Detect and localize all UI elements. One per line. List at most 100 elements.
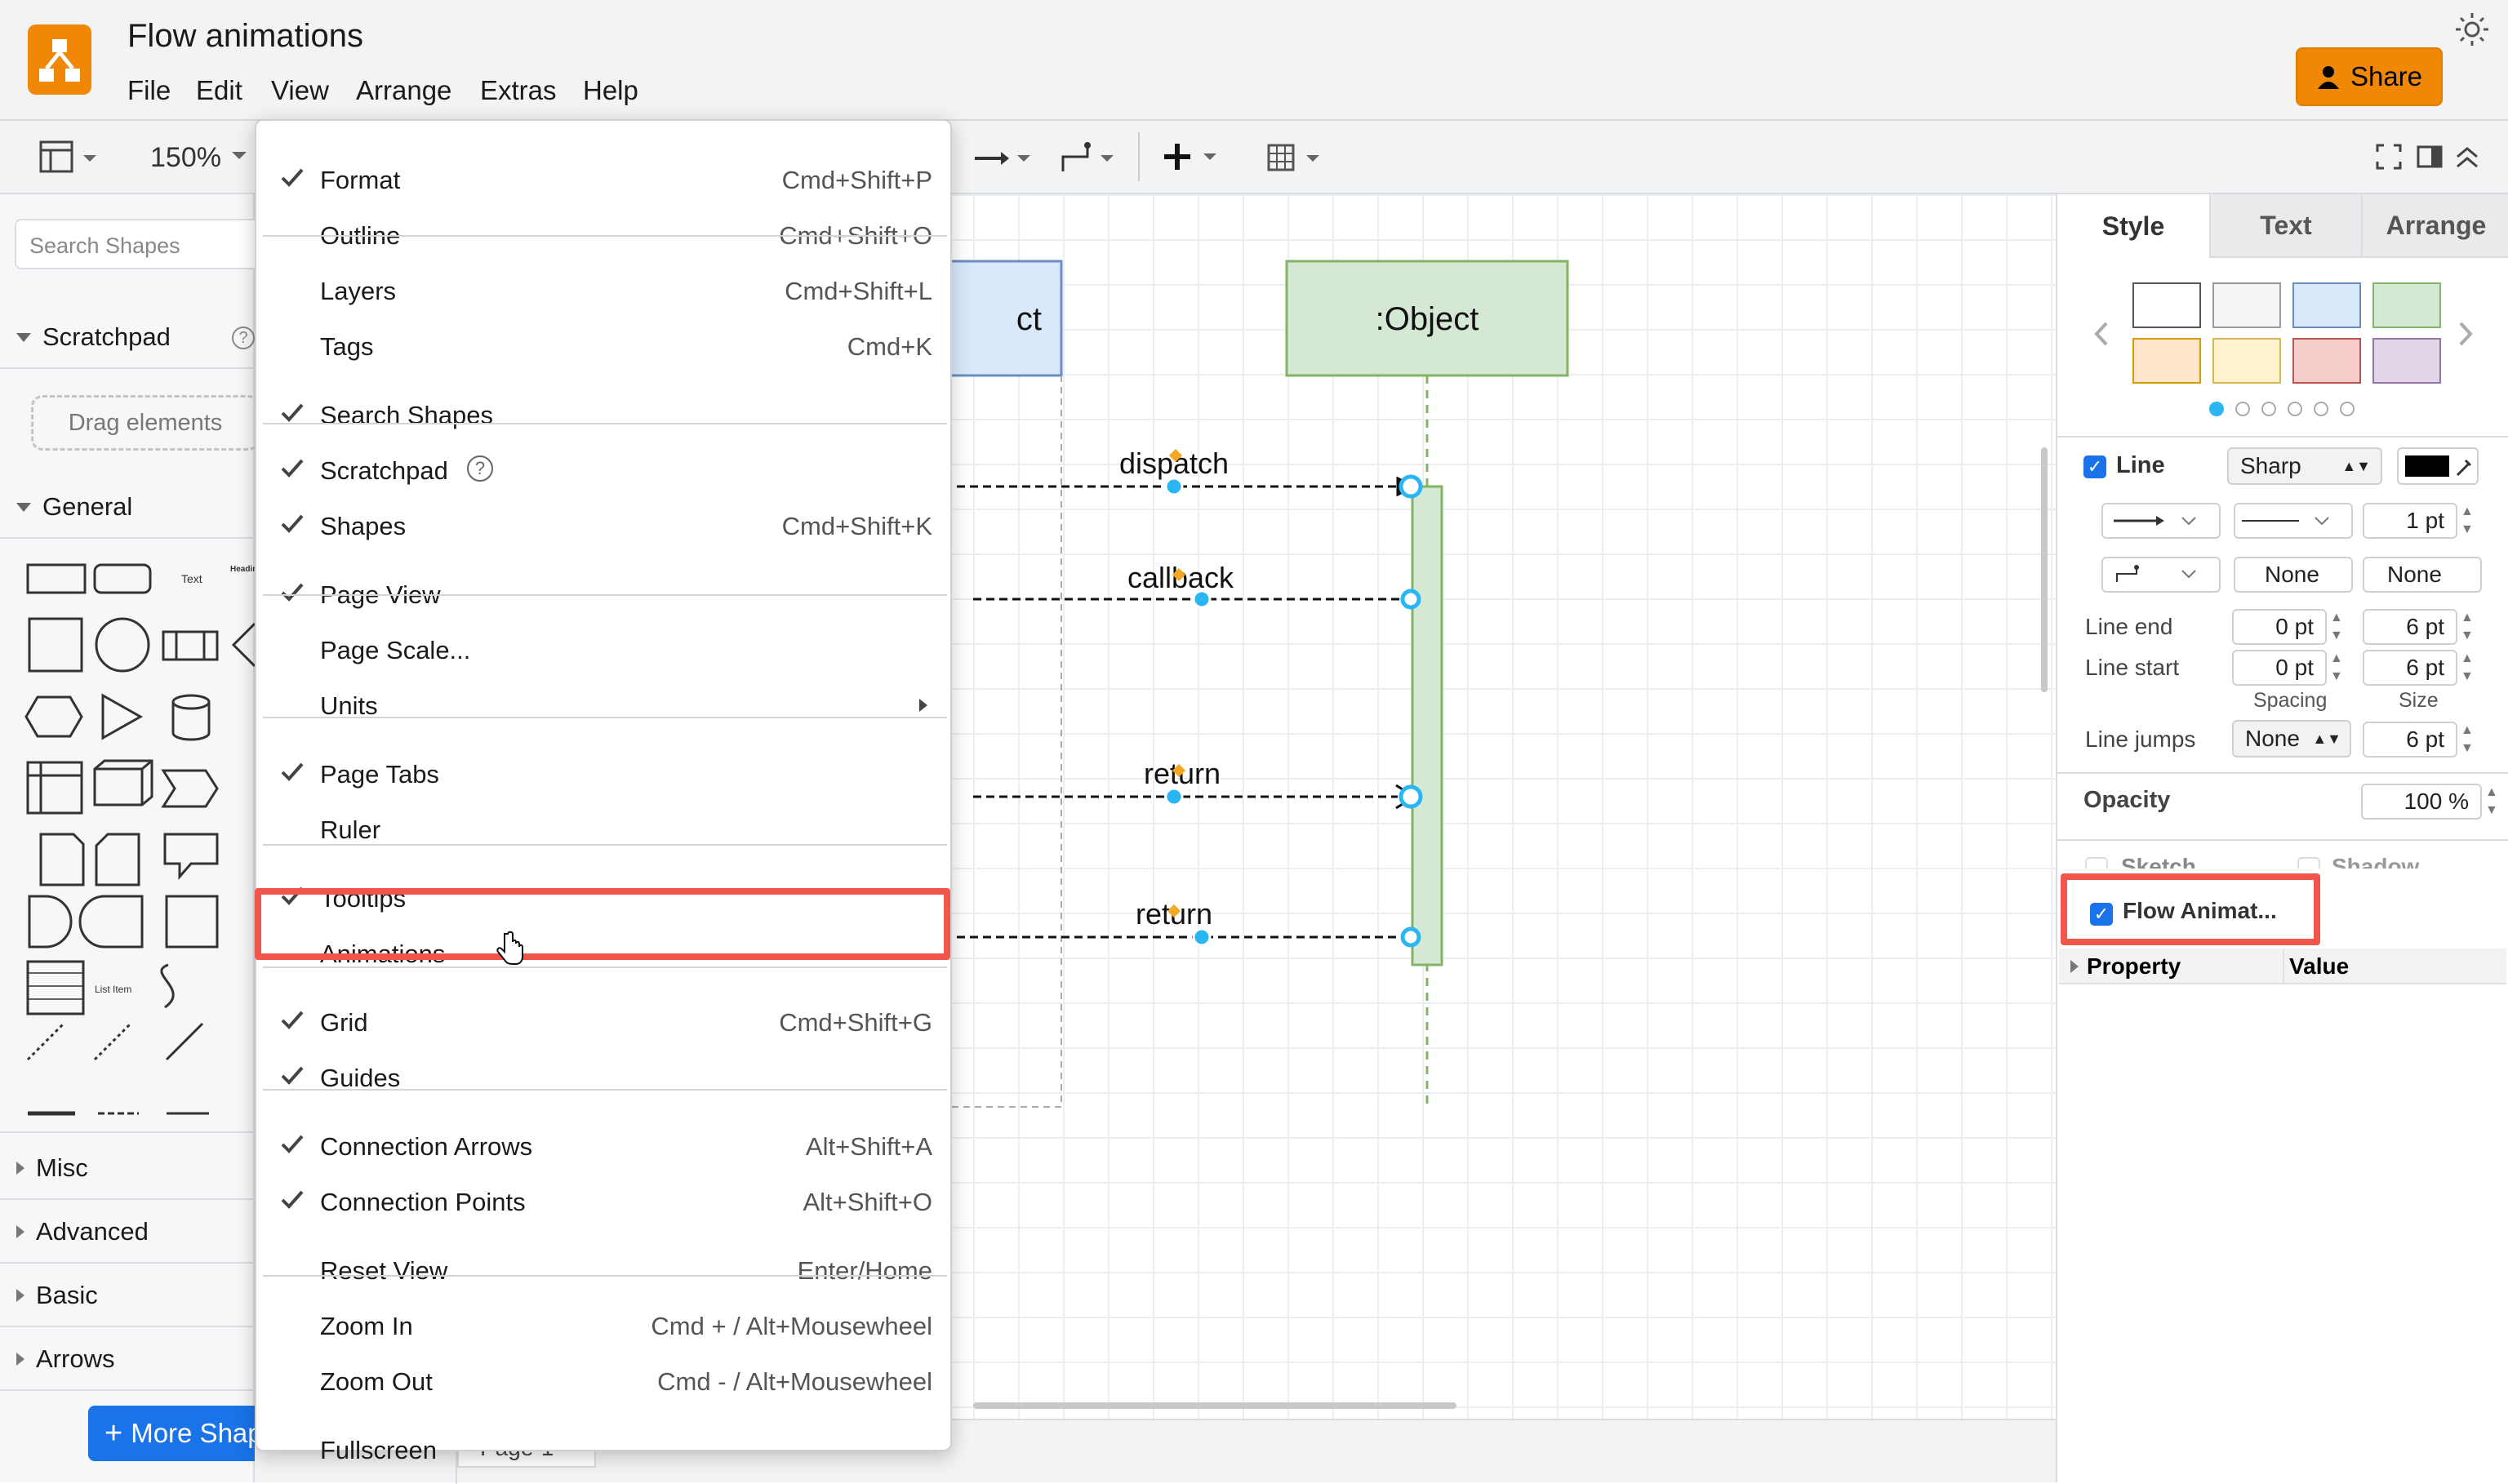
style-swatch[interactable] — [2132, 338, 2201, 384]
help-icon[interactable]: ? — [467, 455, 493, 482]
menu-item-fullscreen[interactable]: Fullscreen — [258, 1422, 949, 1477]
menu-view[interactable]: View — [271, 75, 329, 105]
tab-text[interactable]: Text — [2211, 194, 2363, 258]
waypoints-icon[interactable] — [1058, 140, 1123, 180]
insert-plus-icon[interactable] — [1163, 139, 1228, 179]
spinner-icon[interactable]: ▲▼ — [2461, 723, 2474, 755]
section-label: Scratchpad — [42, 322, 171, 351]
connection-style-icon[interactable] — [972, 140, 1037, 180]
spinner-icon[interactable]: ▲▼ — [2461, 611, 2474, 642]
card-shape — [95, 833, 140, 886]
section-general[interactable]: General — [0, 477, 255, 539]
menu-file[interactable]: File — [127, 75, 171, 105]
text-shape: Text — [181, 572, 202, 585]
style-swatch[interactable] — [2212, 338, 2281, 384]
search-shapes-input[interactable]: Search Shapes — [15, 219, 260, 269]
line-start-spacing-input[interactable]: 0 pt — [2232, 650, 2327, 686]
menu-item-label: Tags — [320, 332, 374, 361]
step-shape — [161, 769, 219, 808]
style-swatch[interactable] — [2292, 338, 2361, 384]
collapse-icon[interactable] — [2452, 142, 2482, 176]
style-swatch[interactable] — [2212, 282, 2281, 328]
line-color-button[interactable] — [2397, 447, 2479, 485]
line-jumps-size-input[interactable]: 6 pt — [2363, 722, 2457, 758]
section-basic[interactable]: Basic — [0, 1265, 255, 1327]
format-panel-toggle[interactable] — [38, 139, 103, 180]
panel-toggle-icon[interactable] — [2415, 142, 2444, 176]
opacity-input[interactable]: 100 % — [2361, 784, 2482, 820]
document-title[interactable]: Flow animations — [127, 18, 364, 54]
line-end-size-input[interactable]: 6 pt — [2363, 609, 2457, 645]
style-swatch[interactable] — [2372, 338, 2441, 384]
flow-animation-checkbox[interactable]: ✓ — [2090, 903, 2113, 926]
chevron-right-icon[interactable] — [2070, 960, 2079, 973]
line-pattern-start-select[interactable] — [2101, 503, 2221, 539]
zoom-dropdown-icon[interactable] — [230, 150, 248, 166]
zoom-level[interactable]: 150% — [150, 142, 221, 173]
menu-item-page-tabs[interactable]: Page Tabs — [258, 746, 949, 802]
chevron-right-icon[interactable] — [2457, 322, 2474, 350]
menu-item-ruler[interactable]: Ruler — [258, 802, 949, 857]
line-checkbox[interactable]: ✓ — [2083, 455, 2106, 478]
swatch-pager[interactable] — [2209, 402, 2355, 416]
tab-style[interactable]: Style — [2057, 194, 2211, 258]
sun-icon[interactable] — [2454, 11, 2490, 47]
line-end-spacing-input[interactable]: 0 pt — [2232, 609, 2327, 645]
menu-item-scratchpad[interactable]: Scratchpad? — [258, 442, 949, 498]
spinner-icon[interactable]: ▲▼ — [2461, 651, 2474, 683]
line-style-select[interactable]: Sharp▲▼ — [2227, 447, 2382, 485]
style-swatch[interactable] — [2132, 282, 2201, 328]
user-icon — [2317, 66, 2339, 89]
waypoint-style-select[interactable] — [2101, 557, 2221, 593]
spinner-icon[interactable]: ▲▼ — [2485, 785, 2498, 817]
help-icon[interactable]: ? — [232, 327, 255, 349]
table-icon[interactable] — [1265, 140, 1331, 180]
fullscreen-icon[interactable] — [2374, 142, 2404, 176]
line-start-style-select[interactable]: None — [2234, 557, 2353, 593]
menu-extras[interactable]: Extras — [480, 75, 557, 105]
style-swatch[interactable] — [2372, 282, 2441, 328]
line-width-input[interactable]: 1 pt — [2363, 503, 2457, 539]
tab-arrange[interactable]: Arrange — [2363, 194, 2508, 258]
line-start-size-input[interactable]: 6 pt — [2363, 650, 2457, 686]
menu-item-page-scale[interactable]: Page Scale... — [258, 622, 949, 678]
menu-item-label: Scratchpad — [320, 456, 448, 485]
style-swatch[interactable] — [2292, 282, 2361, 328]
scratchpad-drop-zone[interactable]: Drag elements — [31, 395, 260, 451]
menu-item-shortcut: Cmd+Shift+P — [781, 166, 932, 194]
section-scratchpad[interactable]: Scratchpad — [0, 307, 255, 369]
dotted-line-shapes — [26, 1022, 132, 1061]
menu-item-search-shapes[interactable]: Search Shapes — [258, 387, 949, 442]
line-jumps-select[interactable]: None▲▼ — [2232, 720, 2351, 758]
menu-item-label: Connection Arrows — [320, 1132, 533, 1161]
spinner-icon[interactable]: ▲▼ — [2330, 651, 2343, 683]
section-arrows[interactable]: Arrows — [0, 1329, 255, 1391]
line-end-style-select[interactable]: None — [2363, 557, 2482, 593]
menu-item-label: Grid — [320, 1008, 368, 1037]
general-shapes-palette[interactable]: Text Heading List Item — [16, 553, 255, 1304]
cylinder-top — [171, 694, 211, 710]
share-button[interactable]: Share — [2296, 47, 2443, 106]
menu-help[interactable]: Help — [583, 75, 638, 105]
menu-item-units[interactable]: Units — [258, 678, 949, 733]
section-misc[interactable]: Misc — [0, 1138, 255, 1200]
chevron-left-icon[interactable] — [2093, 322, 2110, 350]
menu-item-guides[interactable]: Guides — [258, 1050, 949, 1105]
menu-arrange[interactable]: Arrange — [356, 75, 452, 105]
menu-edit[interactable]: Edit — [196, 75, 242, 105]
line-pattern-select[interactable] — [2234, 503, 2353, 539]
section-advanced[interactable]: Advanced — [0, 1202, 255, 1264]
share-label: Share — [2350, 61, 2423, 91]
spinner-icon[interactable]: ▲▼ — [2330, 611, 2343, 642]
spinner-icon[interactable]: ▲▼ — [2461, 504, 2474, 536]
